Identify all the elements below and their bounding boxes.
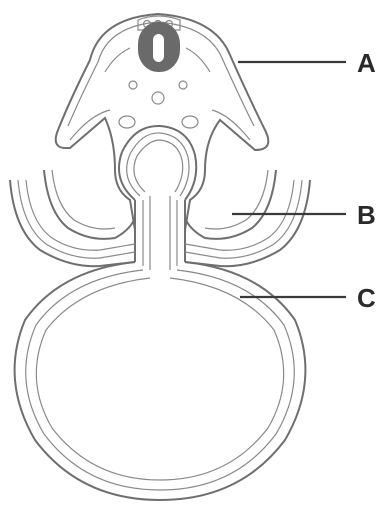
- yolk-sac-inner: [36, 278, 283, 480]
- somite-ellipse-left: [119, 116, 135, 128]
- gut-ring-inner: [134, 140, 183, 192]
- gut-ring-middle: [127, 133, 189, 196]
- dorsal-aorta-circle: [152, 92, 164, 104]
- somite-line-left: [105, 48, 130, 72]
- yolk-sac-middle: [26, 270, 295, 490]
- label-b: B: [357, 202, 376, 228]
- small-circle-left: [129, 81, 137, 89]
- small-circle-right: [179, 81, 187, 89]
- fold-right-mid-2: [185, 180, 294, 250]
- somite-ellipse-right: [182, 116, 198, 128]
- label-a: A: [357, 50, 376, 76]
- somite-line-right: [186, 48, 210, 72]
- amnion-folds: [10, 170, 310, 266]
- small-structures: [119, 81, 198, 128]
- fold-left-mid-2: [26, 180, 135, 250]
- notochord-lumen: [153, 34, 164, 62]
- body-wall-curve-left: [70, 110, 110, 140]
- gut-and-yolk-stalk: [119, 126, 196, 270]
- fold-right-inner: [185, 170, 276, 239]
- label-c: C: [357, 285, 376, 311]
